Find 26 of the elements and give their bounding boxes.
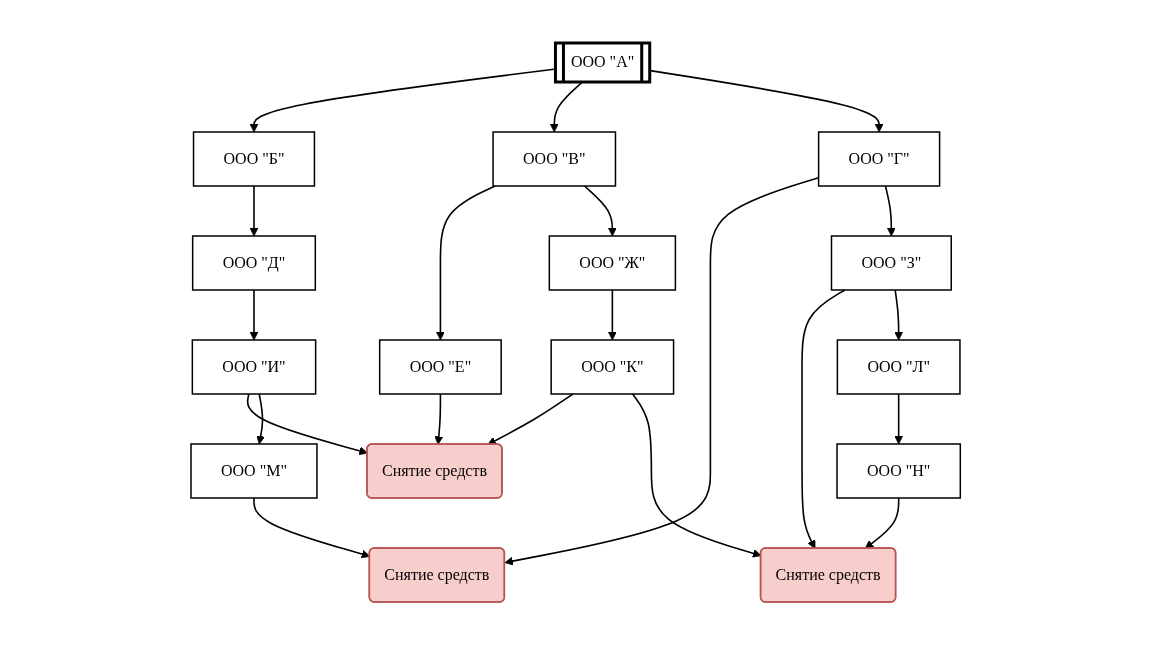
node-box: ООО "Ж" — [548, 235, 676, 291]
arrow — [607, 289, 617, 341]
arrow — [487, 393, 574, 445]
arrow — [435, 185, 496, 341]
node-box: ООО "В" — [492, 131, 617, 187]
node-box: ООО "Б" — [192, 131, 316, 187]
arrow — [249, 185, 259, 237]
node-box: ООО "Л" — [836, 339, 961, 395]
arrow — [434, 393, 443, 445]
node-box: ООО "Д" — [191, 235, 316, 291]
arrow — [894, 393, 903, 445]
node-box: ООО "Г" — [817, 131, 941, 187]
node-box: ООО "М" — [190, 443, 318, 499]
node-box: ООО "Н" — [836, 443, 961, 499]
node-box: ООО "И" — [191, 339, 317, 395]
arrow — [801, 289, 846, 549]
node-box: ООО "З" — [830, 235, 952, 291]
arrow — [884, 185, 896, 237]
arrow — [649, 69, 884, 133]
arrow — [583, 185, 617, 237]
arrow — [864, 497, 900, 549]
arrow — [256, 393, 265, 445]
arrow — [894, 289, 903, 341]
node-box: ООО "Е" — [378, 339, 502, 395]
node-box: ООО "К" — [550, 339, 675, 395]
arrow — [249, 289, 259, 341]
